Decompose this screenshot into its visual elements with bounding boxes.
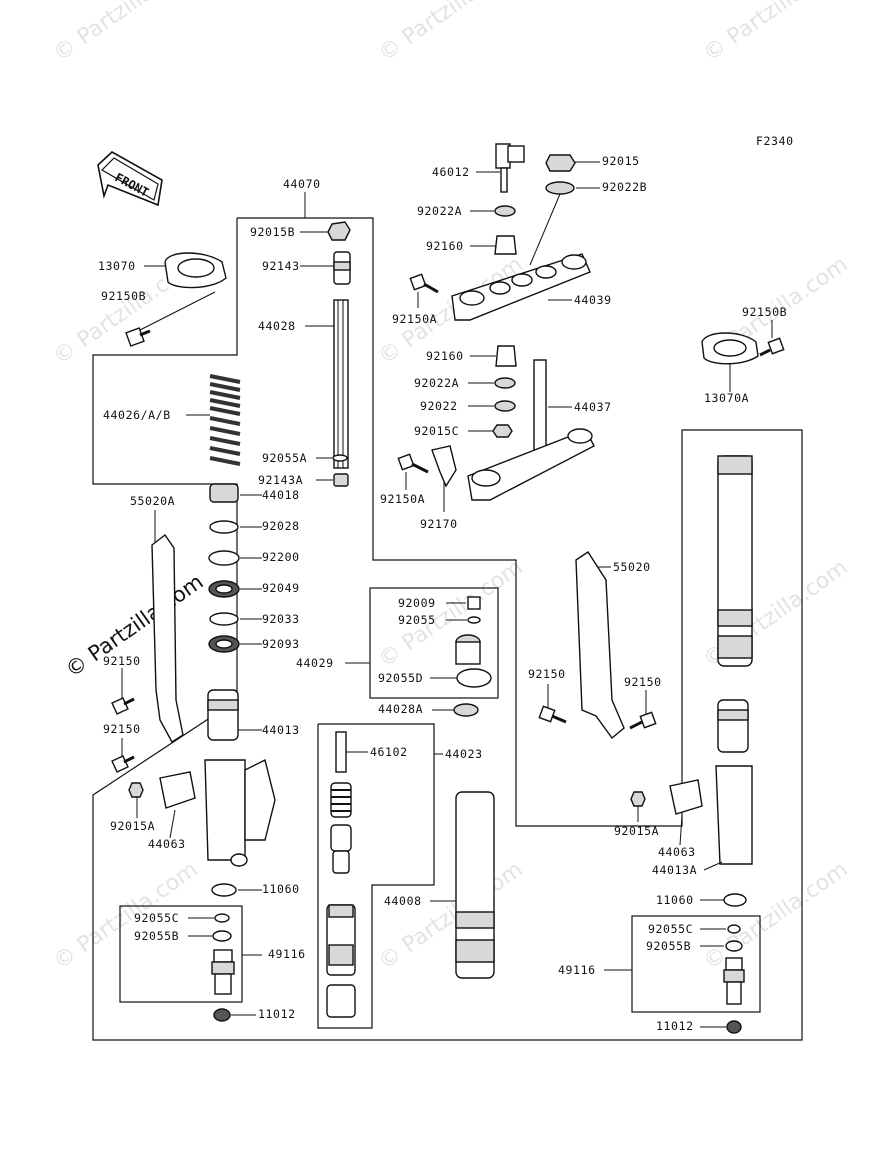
label-11060-right: 11060 <box>656 893 694 907</box>
label-92055C-right: 92055C <box>648 922 693 936</box>
label-92150-left-2: 92150 <box>103 722 141 736</box>
rod-44028 <box>333 299 349 469</box>
label-92160-top: 92160 <box>426 239 464 253</box>
cap-bolt-44029 <box>455 634 481 665</box>
label-44013A: 44013A <box>652 863 697 877</box>
label-49116-left: 49116 <box>268 947 306 961</box>
label-92049: 92049 <box>262 581 300 595</box>
label-44013: 44013 <box>262 723 300 737</box>
fork-bottom-44013A <box>715 699 753 865</box>
label-92033: 92033 <box>262 612 300 626</box>
label-92022A-mid: 92022A <box>414 376 459 390</box>
label-44018: 44018 <box>262 488 300 502</box>
label-92055C-left: 92055C <box>134 911 179 925</box>
watermark-text: © Partzilla.com <box>49 0 202 67</box>
label-92143A: 92143A <box>258 473 303 487</box>
label-92015A-left: 92015A <box>110 819 155 833</box>
bolt-92150B-left <box>125 327 151 347</box>
label-92150-right-1: 92150 <box>528 667 566 681</box>
label-92150B-left: 92150B <box>101 289 146 303</box>
label-13070: 13070 <box>98 259 136 273</box>
label-92055: 92055 <box>398 613 436 627</box>
clamp-44063-left <box>159 771 196 809</box>
bracket-92170 <box>431 445 457 488</box>
label-44063-left: 44063 <box>148 837 186 851</box>
fork-bottom-44013 <box>204 689 276 867</box>
label-92055B-right: 92055B <box>646 939 691 953</box>
label-44063-right: 44063 <box>658 845 696 859</box>
lower-triple-clamp-44037 <box>467 359 595 501</box>
label-92022: 92022 <box>420 399 458 413</box>
watermark-text: © Partzilla.com <box>374 0 527 67</box>
label-92150-left-1: 92150 <box>103 654 141 668</box>
label-92143: 92143 <box>262 259 300 273</box>
label-92015C: 92015C <box>414 424 459 438</box>
bolt-92150A-top <box>409 273 439 294</box>
label-44008: 44008 <box>384 894 422 908</box>
clamp-13070 <box>164 252 227 289</box>
upper-triple-clamp-44039 <box>451 253 591 321</box>
valve-49116-right <box>723 957 745 1005</box>
subassembly-49116-left <box>119 905 243 1003</box>
bolt-46012 <box>495 143 525 193</box>
label-44037: 44037 <box>574 400 612 414</box>
label-44028A: 44028A <box>378 702 423 716</box>
label-44070: 44070 <box>283 177 321 191</box>
label-92055D: 92055D <box>378 671 423 685</box>
label-44029: 44029 <box>296 656 334 670</box>
label-13070A: 13070A <box>704 391 749 405</box>
label-55020: 55020 <box>613 560 651 574</box>
label-44026: 44026/A/B <box>103 408 171 422</box>
guard-55020A <box>151 533 184 743</box>
clamp-13070A <box>701 332 759 365</box>
figure-code: F2340 <box>756 134 794 148</box>
label-92055B-left: 92055B <box>134 929 179 943</box>
nut-92015B <box>327 221 351 241</box>
label-11060-left: 11060 <box>262 882 300 896</box>
front-direction-arrow: FRONT <box>97 151 163 207</box>
watermark-text: © Partzilla.com <box>374 857 527 975</box>
subassembly-49116-right <box>631 915 761 1013</box>
clamp-44063-right <box>669 779 703 815</box>
inner-tube-44008 <box>455 791 495 979</box>
outer-tube-right <box>717 455 753 667</box>
label-92093: 92093 <box>262 637 300 651</box>
subassembly-44029 <box>369 587 499 699</box>
label-11012-right: 11012 <box>656 1019 694 1033</box>
label-44039: 44039 <box>574 293 612 307</box>
label-55020A: 55020A <box>130 494 175 508</box>
watermark-text: © Partzilla.com <box>49 857 202 975</box>
label-92200: 92200 <box>262 550 300 564</box>
label-92150A-mid: 92150A <box>380 492 425 506</box>
watermark-text: © Partzilla.com <box>699 0 852 67</box>
label-46102: 46102 <box>370 745 408 759</box>
label-92009: 92009 <box>398 596 436 610</box>
bolt-92150A-mid <box>397 453 429 474</box>
label-49116-right: 49116 <box>558 963 596 977</box>
label-92055A: 92055A <box>262 451 307 465</box>
main-assembly-outline <box>92 217 803 1041</box>
label-92022B: 92022B <box>602 180 647 194</box>
label-46012: 46012 <box>432 165 470 179</box>
guard-55020 <box>575 551 625 740</box>
label-44028: 44028 <box>258 319 296 333</box>
label-44023: 44023 <box>445 747 483 761</box>
label-11012-left: 11012 <box>258 1007 296 1021</box>
label-92150A-top: 92150A <box>392 312 437 326</box>
valve-49116-left <box>211 949 235 995</box>
label-92160-mid: 92160 <box>426 349 464 363</box>
label-92150-right-2: 92150 <box>624 675 662 689</box>
label-92015A-right: 92015A <box>614 824 659 838</box>
label-92028: 92028 <box>262 519 300 533</box>
label-92022A-top: 92022A <box>417 204 462 218</box>
label-92170: 92170 <box>420 517 458 531</box>
damper-rod-46102 <box>326 731 356 1018</box>
label-92015: 92015 <box>602 154 640 168</box>
label-92150B-right: 92150B <box>742 305 787 319</box>
label-92015B: 92015B <box>250 225 295 239</box>
spring-44026 <box>209 372 241 466</box>
